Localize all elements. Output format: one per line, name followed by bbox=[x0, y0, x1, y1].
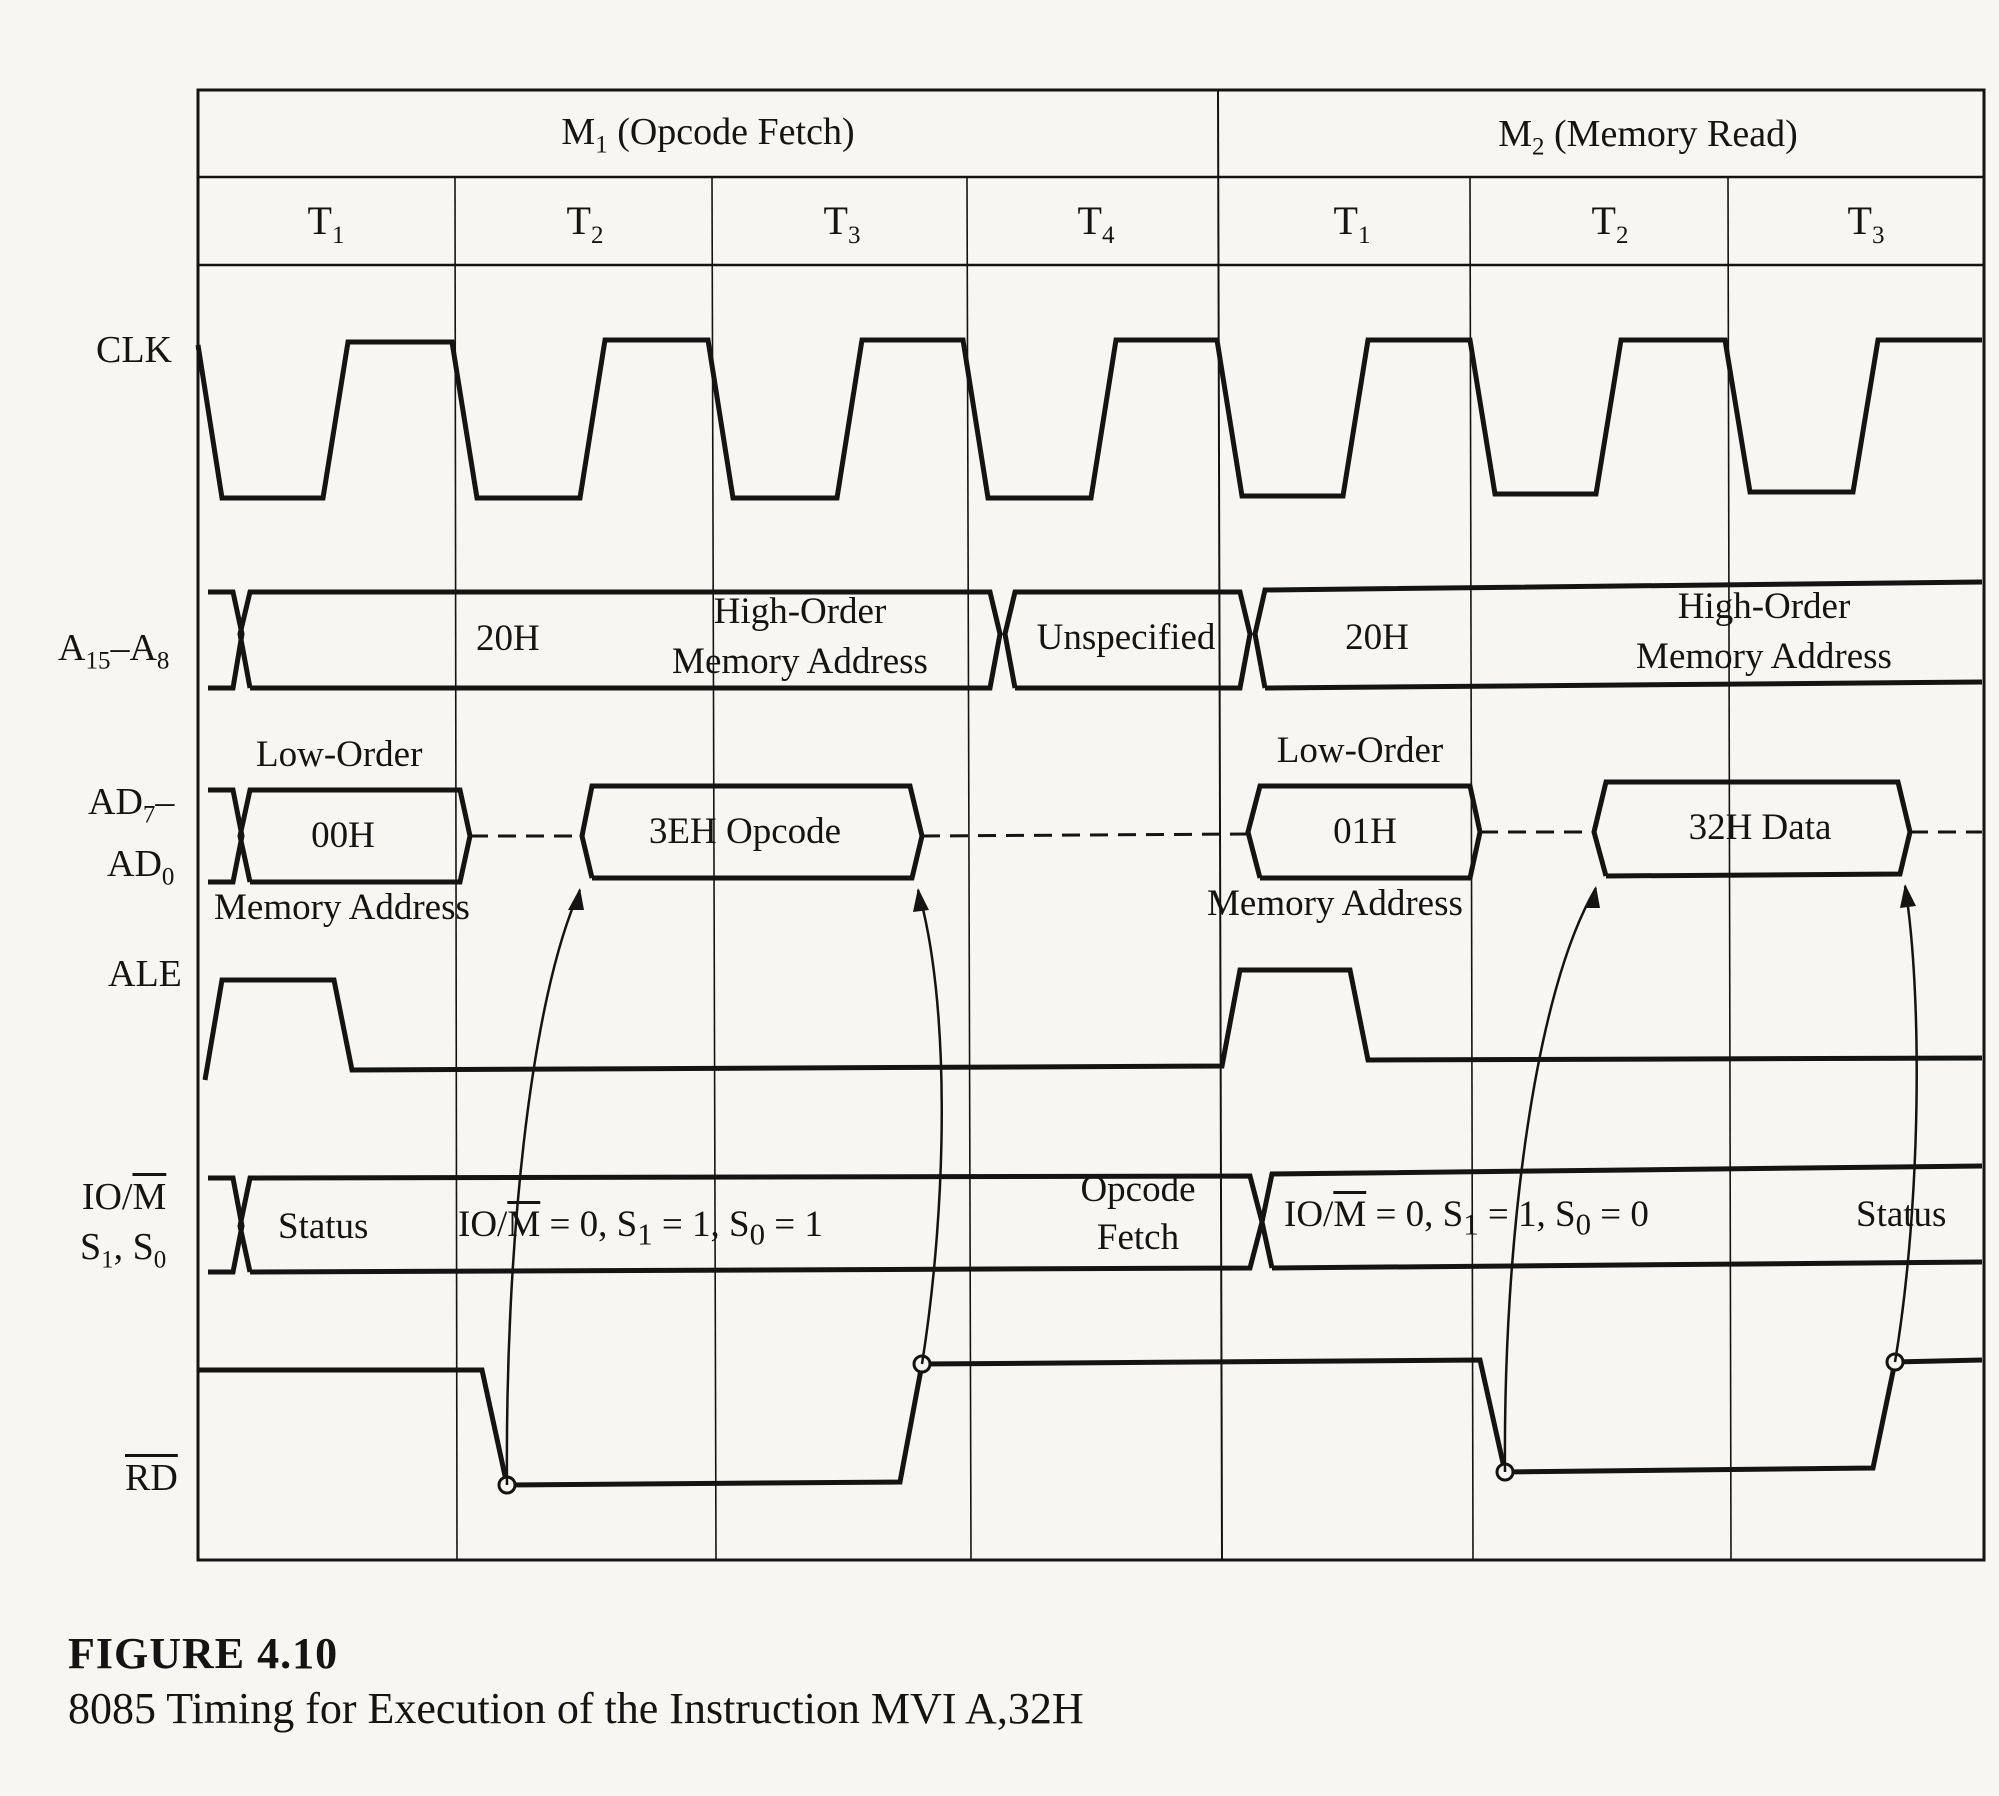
figure-title: FIGURE 4.10 bbox=[68, 1629, 339, 1678]
status-bus-opcode-fetch: Opcode Fetch bbox=[1080, 1169, 1196, 1258]
grid bbox=[196, 88, 1986, 1562]
t-divider-1 bbox=[454, 176, 458, 1561]
t-state-m1-t4: T4 bbox=[1077, 198, 1115, 249]
t-divider-2 bbox=[711, 176, 717, 1561]
address-bus-m1-label: High-Order Memory Address bbox=[672, 591, 928, 682]
ale-waveform bbox=[202, 967, 1983, 1081]
t-state-m2-t2: T2 bbox=[1591, 198, 1629, 249]
status-bus-left-label: Status bbox=[278, 1206, 369, 1247]
signal-label-clk: CLK bbox=[96, 329, 172, 371]
arrow-heads bbox=[568, 884, 1916, 912]
arrow-rd-to-data bbox=[1503, 887, 1598, 1473]
signal-label-ad7-ad0: AD7– AD0 bbox=[88, 781, 175, 891]
status-bus-m2-status: IO/M = 0, S1 = 1, S0 = 0 bbox=[1284, 1194, 1649, 1242]
t-state-m1-t3: T3 bbox=[823, 198, 861, 249]
signal-label-ale: ALE bbox=[108, 953, 182, 995]
data-bus-m1-top-label: Low-Order bbox=[256, 734, 423, 775]
address-bus-m2-label: High-Order Memory Address bbox=[1636, 586, 1892, 677]
data-bus-float bbox=[470, 830, 1982, 838]
data-bus-m2-bottom-label: Memory Address bbox=[1207, 883, 1463, 924]
address-bus-m2-value: 20H bbox=[1345, 617, 1409, 658]
data-bus-m1-address-value: 00H bbox=[311, 815, 375, 856]
status-bus-m1-status: IO/M = 0, S1 = 1, S0 = 1 bbox=[458, 1204, 823, 1252]
t-state-m1-t2: T2 bbox=[566, 198, 604, 249]
t-divider-3 bbox=[966, 176, 972, 1561]
t-state-m1-t1: T1 bbox=[307, 198, 345, 249]
arrow-rd-to-opcode bbox=[505, 889, 582, 1486]
arrow-rd-rise-to-data-end bbox=[1893, 885, 1918, 1363]
causality-arrows bbox=[505, 885, 1918, 1486]
clk-waveform bbox=[195, 337, 1982, 501]
address-bus-waveform bbox=[208, 579, 1983, 691]
data-bus-waveform bbox=[208, 779, 1913, 885]
signal-label-rd: RD bbox=[125, 1457, 178, 1499]
figure-caption: 8085 Timing for Execution of the Instruc… bbox=[68, 1684, 1084, 1733]
rd-waveform bbox=[198, 1357, 1983, 1488]
data-bus-m1-opcode: 3EH Opcode bbox=[648, 811, 842, 852]
address-bus-m1-value: 20H bbox=[476, 618, 540, 659]
data-bus-m1-bottom-label: Memory Address bbox=[214, 887, 470, 928]
data-bus-m2-top-label: Low-Order bbox=[1276, 730, 1444, 771]
status-bus-waveform bbox=[208, 1163, 1983, 1275]
t-state-m2-t1: T1 bbox=[1333, 198, 1371, 249]
data-bus-m2-address-value: 01H bbox=[1333, 811, 1397, 852]
signal-label-a15-a8: A15–A8 bbox=[58, 627, 170, 675]
address-bus-t4-unspecified: Unspecified bbox=[1036, 617, 1216, 658]
m2-memory-read-header: M2 (Memory Read) bbox=[1498, 113, 1798, 161]
data-bus-m2-data: 32H Data bbox=[1688, 807, 1832, 848]
t-state-m2-t3: T3 bbox=[1847, 198, 1885, 249]
machine-cycle-divider bbox=[1217, 89, 1223, 1561]
m1-opcode-fetch-header: M1 (Opcode Fetch) bbox=[561, 111, 855, 159]
arrow-rd-rise-to-opcode-end bbox=[916, 889, 943, 1365]
t-divider-6 bbox=[1727, 176, 1732, 1561]
diagram-frame bbox=[196, 88, 1986, 1562]
signal-label-iom-s1-s0: IO/M S1, S0 bbox=[80, 1176, 167, 1274]
status-bus-right-label: Status bbox=[1856, 1194, 1947, 1235]
